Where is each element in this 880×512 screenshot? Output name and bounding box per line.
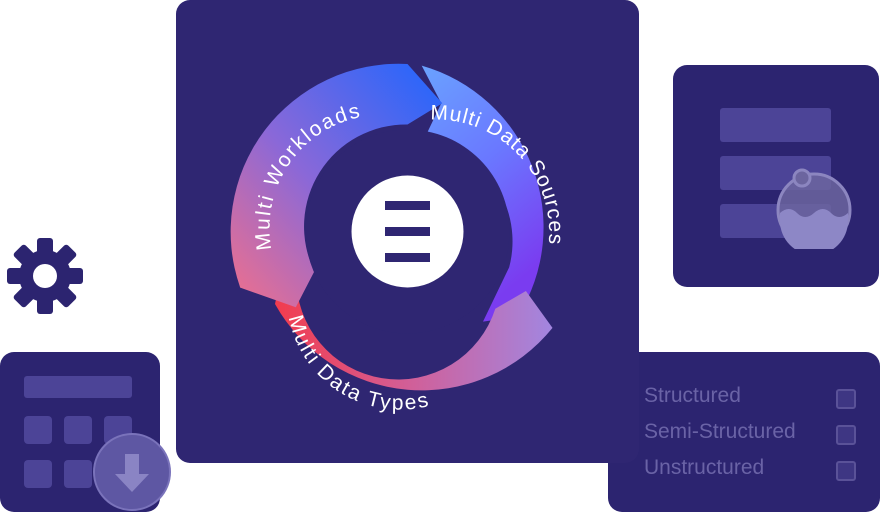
data-store-card <box>673 65 879 287</box>
grid-cell <box>24 416 52 444</box>
grid-cell <box>64 416 92 444</box>
option-checkbox[interactable] <box>836 389 856 409</box>
data-types-card <box>608 352 880 512</box>
option-label: Structured <box>644 384 741 407</box>
data-lake-icon <box>776 168 852 249</box>
option-semi-structured[interactable]: Semi-Structured <box>644 420 864 448</box>
option-checkbox[interactable] <box>836 425 856 445</box>
option-label: Semi-Structured <box>644 420 796 443</box>
cycle-diagram: Multi Workloads Multi Data Sources Multi… <box>230 63 566 415</box>
three-line-logo-icon <box>351 175 464 288</box>
option-checkbox[interactable] <box>836 461 856 481</box>
grid-cell <box>24 460 52 488</box>
grid-cell <box>64 460 92 488</box>
gear-icon <box>7 238 83 314</box>
segment-multi-workloads <box>230 63 443 308</box>
segment-multi-data-types <box>275 270 553 391</box>
option-unstructured[interactable]: Unstructured <box>644 456 864 484</box>
option-label: Unstructured <box>644 456 765 479</box>
store-bar <box>720 108 831 142</box>
grid-header-bar <box>24 376 132 398</box>
segment-multi-data-sources <box>421 65 544 322</box>
option-structured[interactable]: Structured <box>644 384 864 412</box>
download-icon[interactable] <box>92 432 172 512</box>
